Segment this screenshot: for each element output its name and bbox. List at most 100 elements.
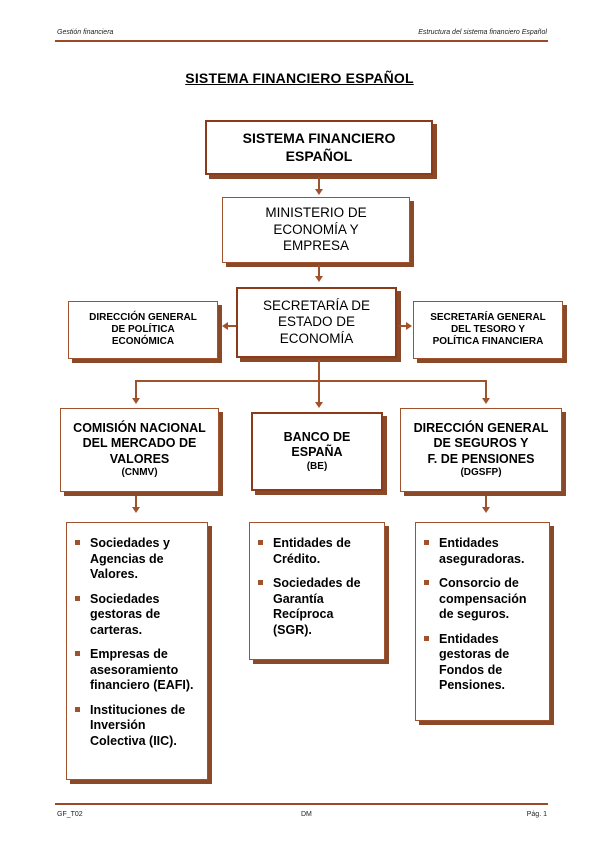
footer-page: Pág. 1 bbox=[526, 811, 547, 818]
node-line: ESPAÑA bbox=[291, 445, 343, 460]
node-abbr: (DGSFP) bbox=[460, 466, 502, 478]
bullet-icon bbox=[75, 651, 80, 656]
node-line: DE SEGUROS Y bbox=[433, 436, 529, 451]
list-item-line: Fondos de bbox=[439, 662, 503, 677]
header-right: Estructura del sistema financiero Españo… bbox=[418, 29, 547, 36]
list-item-line: aseguradoras. bbox=[439, 551, 525, 566]
node-line: SISTEMA FINANCIERO bbox=[242, 130, 396, 147]
node-line: DIRECCIÓN GENERAL bbox=[413, 421, 549, 436]
connector bbox=[485, 496, 487, 508]
node-line: ESPAÑOL bbox=[285, 147, 353, 164]
list-item-line: Agencias de bbox=[90, 551, 164, 566]
arrow-down-icon bbox=[482, 398, 490, 404]
list-item-line: carteras. bbox=[90, 622, 143, 637]
list-item-line: de seguros. bbox=[439, 607, 510, 621]
node-line: POLÍTICA FINANCIERA bbox=[432, 336, 544, 348]
node-line: EMPRESA bbox=[282, 238, 350, 254]
arrow-down-icon bbox=[132, 398, 140, 404]
bullet-icon bbox=[75, 595, 80, 601]
node-line: BANCO DE bbox=[283, 430, 351, 445]
bullet-icon bbox=[424, 580, 429, 585]
arrow-down-icon bbox=[132, 507, 140, 513]
node-line: DE POLÍTICA bbox=[111, 323, 175, 335]
bullet-icon bbox=[424, 540, 429, 545]
arrow-down-icon bbox=[315, 189, 323, 195]
node-line: VALORES bbox=[109, 451, 170, 466]
list-item-line: gestoras de bbox=[90, 607, 161, 621]
node-line: SECRETARÍA GENERAL bbox=[430, 311, 546, 323]
list-item-line: Garantía bbox=[273, 591, 324, 606]
footer-left: GF_T02 bbox=[57, 811, 83, 818]
connector bbox=[399, 325, 407, 327]
bullet-icon bbox=[424, 635, 429, 641]
list-item-line: Sociedades de bbox=[273, 576, 361, 590]
node-line: DEL MERCADO DE bbox=[82, 436, 197, 451]
connector bbox=[318, 177, 320, 191]
node-line: ECONOMÍA Y bbox=[273, 221, 359, 237]
bullet-icon bbox=[258, 580, 263, 585]
connector bbox=[485, 380, 487, 400]
footer-center: DM bbox=[301, 811, 312, 818]
node-sistema-financiero: SISTEMA FINANCIERO ESPAÑOL bbox=[205, 120, 433, 175]
connector bbox=[318, 360, 320, 380]
list-item-line: Crédito. bbox=[273, 551, 321, 566]
node-line: F. DE PENSIONES bbox=[427, 451, 535, 466]
list-item-line: Consorcio de bbox=[439, 576, 519, 590]
node-banco-espana: BANCO DE ESPAÑA (BE) bbox=[251, 412, 383, 491]
list-item-line: Colectiva (IIC). bbox=[90, 733, 177, 748]
list-item-line: Pensiones. bbox=[439, 678, 505, 692]
node-ministerio: MINISTERIO DE ECONOMÍA Y EMPRESA bbox=[222, 197, 410, 263]
bullet-icon bbox=[75, 540, 80, 545]
node-line: MINISTERIO DE bbox=[265, 205, 367, 221]
bullet-icon bbox=[75, 706, 80, 712]
list-item-line: Sociedades y bbox=[90, 536, 170, 550]
list-item-line: financiero (EAFI). bbox=[90, 678, 194, 692]
connector bbox=[135, 380, 137, 400]
node-abbr: (CNMV) bbox=[121, 466, 158, 478]
footer-rule bbox=[55, 803, 548, 805]
list-item-line: (SGR). bbox=[273, 622, 312, 637]
connector bbox=[228, 325, 236, 327]
list-item-line: Entidades bbox=[439, 536, 499, 550]
bullet-icon bbox=[258, 540, 263, 545]
node-dgsfp: DIRECCIÓN GENERAL DE SEGUROS Y F. DE PEN… bbox=[400, 408, 562, 492]
list-item-line: Recíproca bbox=[273, 607, 334, 621]
arrow-down-icon bbox=[315, 402, 323, 408]
connector bbox=[135, 496, 137, 508]
node-secretaria-estado: SECRETARÍA DE ESTADO DE ECONOMÍA bbox=[236, 287, 397, 358]
node-line: ECONÓMICA bbox=[111, 336, 175, 348]
list-item-line: compensación bbox=[439, 591, 527, 606]
header-left: Gestión financiera bbox=[57, 29, 114, 36]
list-item-line: Empresas de bbox=[90, 647, 168, 661]
arrow-left-icon bbox=[222, 322, 228, 330]
node-direccion-politica-economica: DIRECCIÓN GENERAL DE POLÍTICA ECONÓMICA bbox=[68, 301, 218, 359]
header-rule bbox=[55, 40, 548, 42]
node-line: ESTADO DE bbox=[277, 314, 355, 330]
node-line: SECRETARÍA DE bbox=[262, 297, 371, 313]
connector bbox=[318, 265, 320, 278]
node-line: COMISIÓN NACIONAL bbox=[73, 421, 206, 436]
connector-horizontal bbox=[135, 380, 487, 382]
list-item-line: gestoras de bbox=[439, 647, 510, 661]
list-item-line: Inversión bbox=[90, 718, 146, 732]
list-item-line: asesoramiento bbox=[90, 662, 179, 677]
list-item-line: Valores. bbox=[90, 567, 138, 581]
node-line: DIRECCIÓN GENERAL bbox=[89, 311, 197, 323]
list-item-line: Entidades de bbox=[273, 536, 351, 550]
list-item-line: Entidades bbox=[439, 631, 499, 646]
list-item-line: Sociedades bbox=[90, 591, 160, 606]
page-title: SISTEMA FINANCIERO ESPAÑOL bbox=[185, 70, 414, 86]
list-item-line: Instituciones de bbox=[90, 702, 186, 717]
node-abbr: (BE) bbox=[306, 460, 328, 472]
